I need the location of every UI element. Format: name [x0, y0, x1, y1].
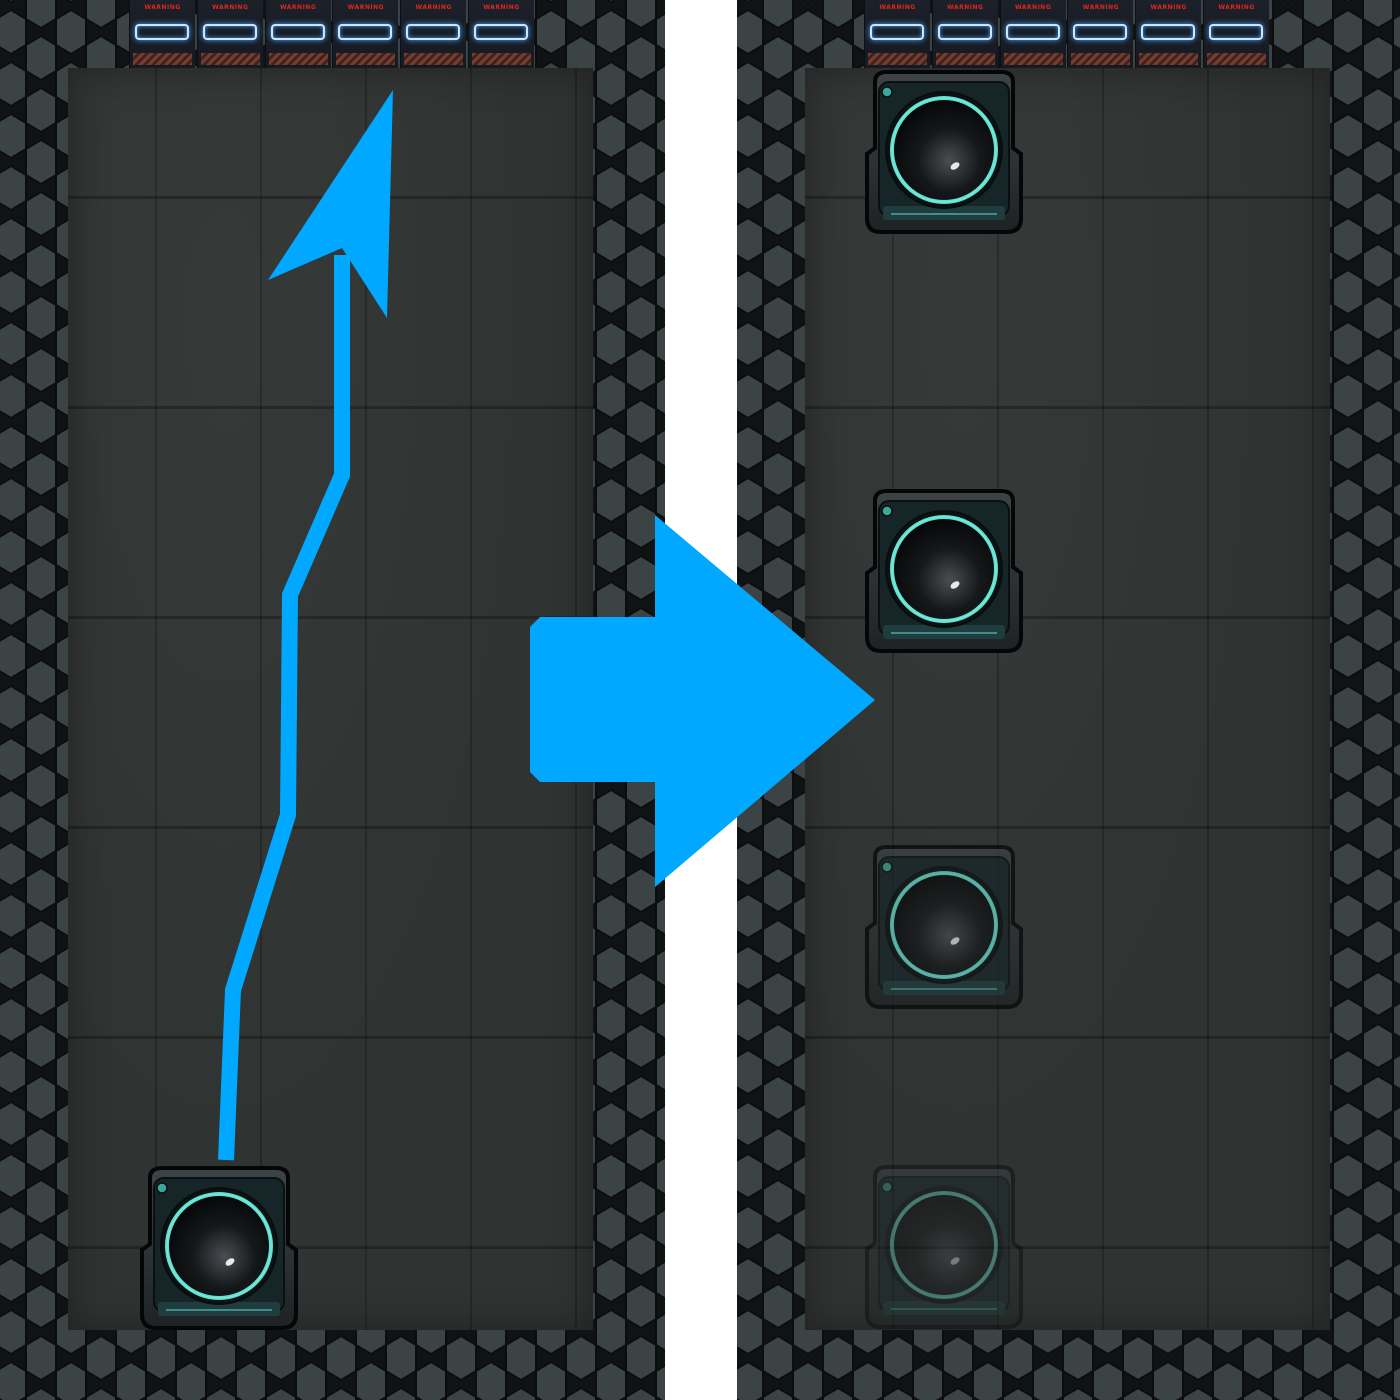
- warning-tile: WARNING: [864, 0, 930, 68]
- warning-label: WARNING: [1218, 4, 1255, 11]
- warning-tile: WARNING: [999, 0, 1066, 68]
- arrow-up-path-icon: [218, 90, 393, 1161]
- warning-tile: WARNING: [129, 0, 195, 68]
- robot-unit-step-3[interactable]: [861, 843, 1027, 1011]
- warning-label: WARNING: [1014, 4, 1052, 11]
- warning-label: WARNING: [1150, 4, 1187, 11]
- warning-tile: WARNING: [332, 0, 399, 68]
- corridor-floor: [68, 68, 593, 1330]
- warning-label: WARNING: [212, 4, 249, 11]
- warning-label: WARNING: [947, 4, 984, 11]
- warning-tile: WARNING: [400, 0, 467, 68]
- warning-barrier: WARNING WARNING WARNING WARNING WARNING …: [864, 0, 1271, 68]
- warning-label: WARNING: [483, 4, 520, 11]
- warning-tile: WARNING: [1067, 0, 1134, 68]
- warning-tile: WARNING: [264, 0, 331, 68]
- robot-unit-step-4[interactable]: [861, 1163, 1027, 1331]
- warning-label: WARNING: [347, 4, 385, 11]
- warning-tile: WARNING: [1135, 0, 1202, 68]
- warning-tile: WARNING: [467, 0, 534, 68]
- warning-label: WARNING: [144, 4, 181, 11]
- arrow-right-icon: [530, 515, 875, 887]
- warning-label: WARNING: [415, 4, 452, 11]
- warning-label: WARNING: [1082, 4, 1120, 11]
- corridor-floor: [805, 68, 1330, 1330]
- warning-barrier: WARNING WARNING WARNING WARNING WARNING …: [129, 0, 536, 68]
- robot-unit-start[interactable]: [136, 1164, 302, 1332]
- warning-label: WARNING: [279, 4, 317, 11]
- warning-label: WARNING: [879, 4, 916, 11]
- warning-tile: WARNING: [196, 0, 263, 68]
- robot-unit-step-2[interactable]: [861, 487, 1027, 655]
- robot-unit-step-1[interactable]: [861, 68, 1027, 236]
- warning-tile: WARNING: [931, 0, 998, 68]
- warning-tile: WARNING: [1202, 0, 1269, 68]
